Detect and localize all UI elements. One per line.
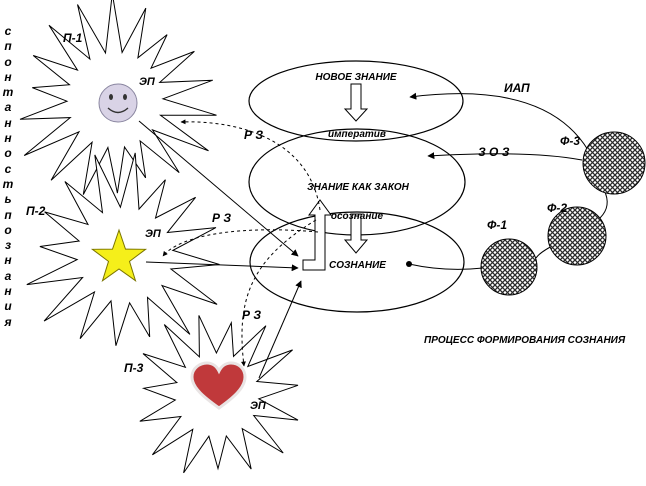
ep-label-2: ЭП xyxy=(145,228,162,240)
vertical-caption-letter: т xyxy=(2,176,14,191)
link-f3-f2 xyxy=(599,189,608,219)
vertical-caption-letter: о xyxy=(4,222,12,237)
vertical-caption-letter: с xyxy=(4,24,12,38)
reflex-label-2: Р З xyxy=(212,211,231,225)
dashed-arrow-2 xyxy=(162,229,319,257)
vertical-caption-letter: а xyxy=(4,100,12,115)
arrow-source2 xyxy=(145,261,299,272)
up-arrow-consciousness xyxy=(302,199,332,271)
factor-label-1: Ф-1 xyxy=(487,218,507,232)
arrow-iap xyxy=(409,92,589,151)
ellipse-new-knowledge xyxy=(248,60,464,142)
vertical-caption-letter: п xyxy=(4,207,12,222)
new-knowledge-title: НОВОЕ ЗНАНИЕ xyxy=(315,72,396,83)
dashed-arrow-3 xyxy=(240,219,317,367)
factor-circle-1 xyxy=(480,238,538,296)
vertical-caption-letter: т xyxy=(2,85,14,100)
factor-label-3: Ф-3 xyxy=(560,134,580,148)
dashed-arrow-1 xyxy=(180,119,321,211)
vertical-caption-letter: о xyxy=(4,146,12,161)
vertical-caption-letter: н xyxy=(4,253,12,268)
factor-label-2: Ф-2 xyxy=(547,201,567,215)
vertical-caption-letter: п xyxy=(4,39,12,54)
source-label-1: П-1 xyxy=(63,31,83,45)
consciousness-title: СОЗНАНИЕ xyxy=(329,260,386,271)
down-arrow-awareness xyxy=(343,213,369,254)
awareness-label: осознание xyxy=(331,211,384,222)
arrow-source1 xyxy=(138,120,299,257)
vertical-caption-letter: ь xyxy=(4,192,12,207)
vertical-caption-letter: и xyxy=(4,299,12,314)
arrow-zoz xyxy=(427,152,583,161)
down-arrow-imperative xyxy=(343,83,369,122)
factor-circle-3 xyxy=(582,131,646,195)
vertical-caption-letter: с xyxy=(4,161,12,176)
ep-label-3: ЭП xyxy=(250,400,267,412)
source-label-3: П-3 xyxy=(124,361,144,375)
vertical-caption-letter: я xyxy=(4,314,12,329)
ep-label-1: ЭП xyxy=(139,76,156,88)
iap-label: ИАП xyxy=(504,81,530,95)
vertical-caption-letter: н xyxy=(4,284,12,299)
reflex-label-3: Р З xyxy=(242,308,261,322)
vertical-caption-letter: н xyxy=(4,115,12,130)
source-label-2: П-2 xyxy=(26,204,46,218)
arrow-source3 xyxy=(258,280,302,379)
imperative-label: императив xyxy=(328,129,386,140)
star-icon xyxy=(90,228,148,282)
knowledge-as-law-title: ЗНАНИЕ КАК ЗАКОН xyxy=(307,182,409,193)
vertical-caption-letter: з xyxy=(4,238,12,253)
vertical-caption-letter: н xyxy=(4,131,12,146)
smiley-icon xyxy=(98,83,138,123)
factor-circle-2 xyxy=(547,206,607,266)
ellipse-consciousness xyxy=(249,211,465,313)
zoz-label: З О З xyxy=(478,145,510,159)
link-f1-consciousness xyxy=(408,263,484,270)
vertical-caption-letter: н xyxy=(4,69,12,84)
vertical-caption-letter: о xyxy=(4,54,12,69)
vertical-caption-letter: а xyxy=(4,268,12,283)
reflex-label-1: Р З xyxy=(244,128,263,142)
process-caption: ПРОЦЕСС ФОРМИРОВАНИЯ СОЗНАНИЯ xyxy=(424,335,626,346)
heart-icon xyxy=(190,361,247,410)
